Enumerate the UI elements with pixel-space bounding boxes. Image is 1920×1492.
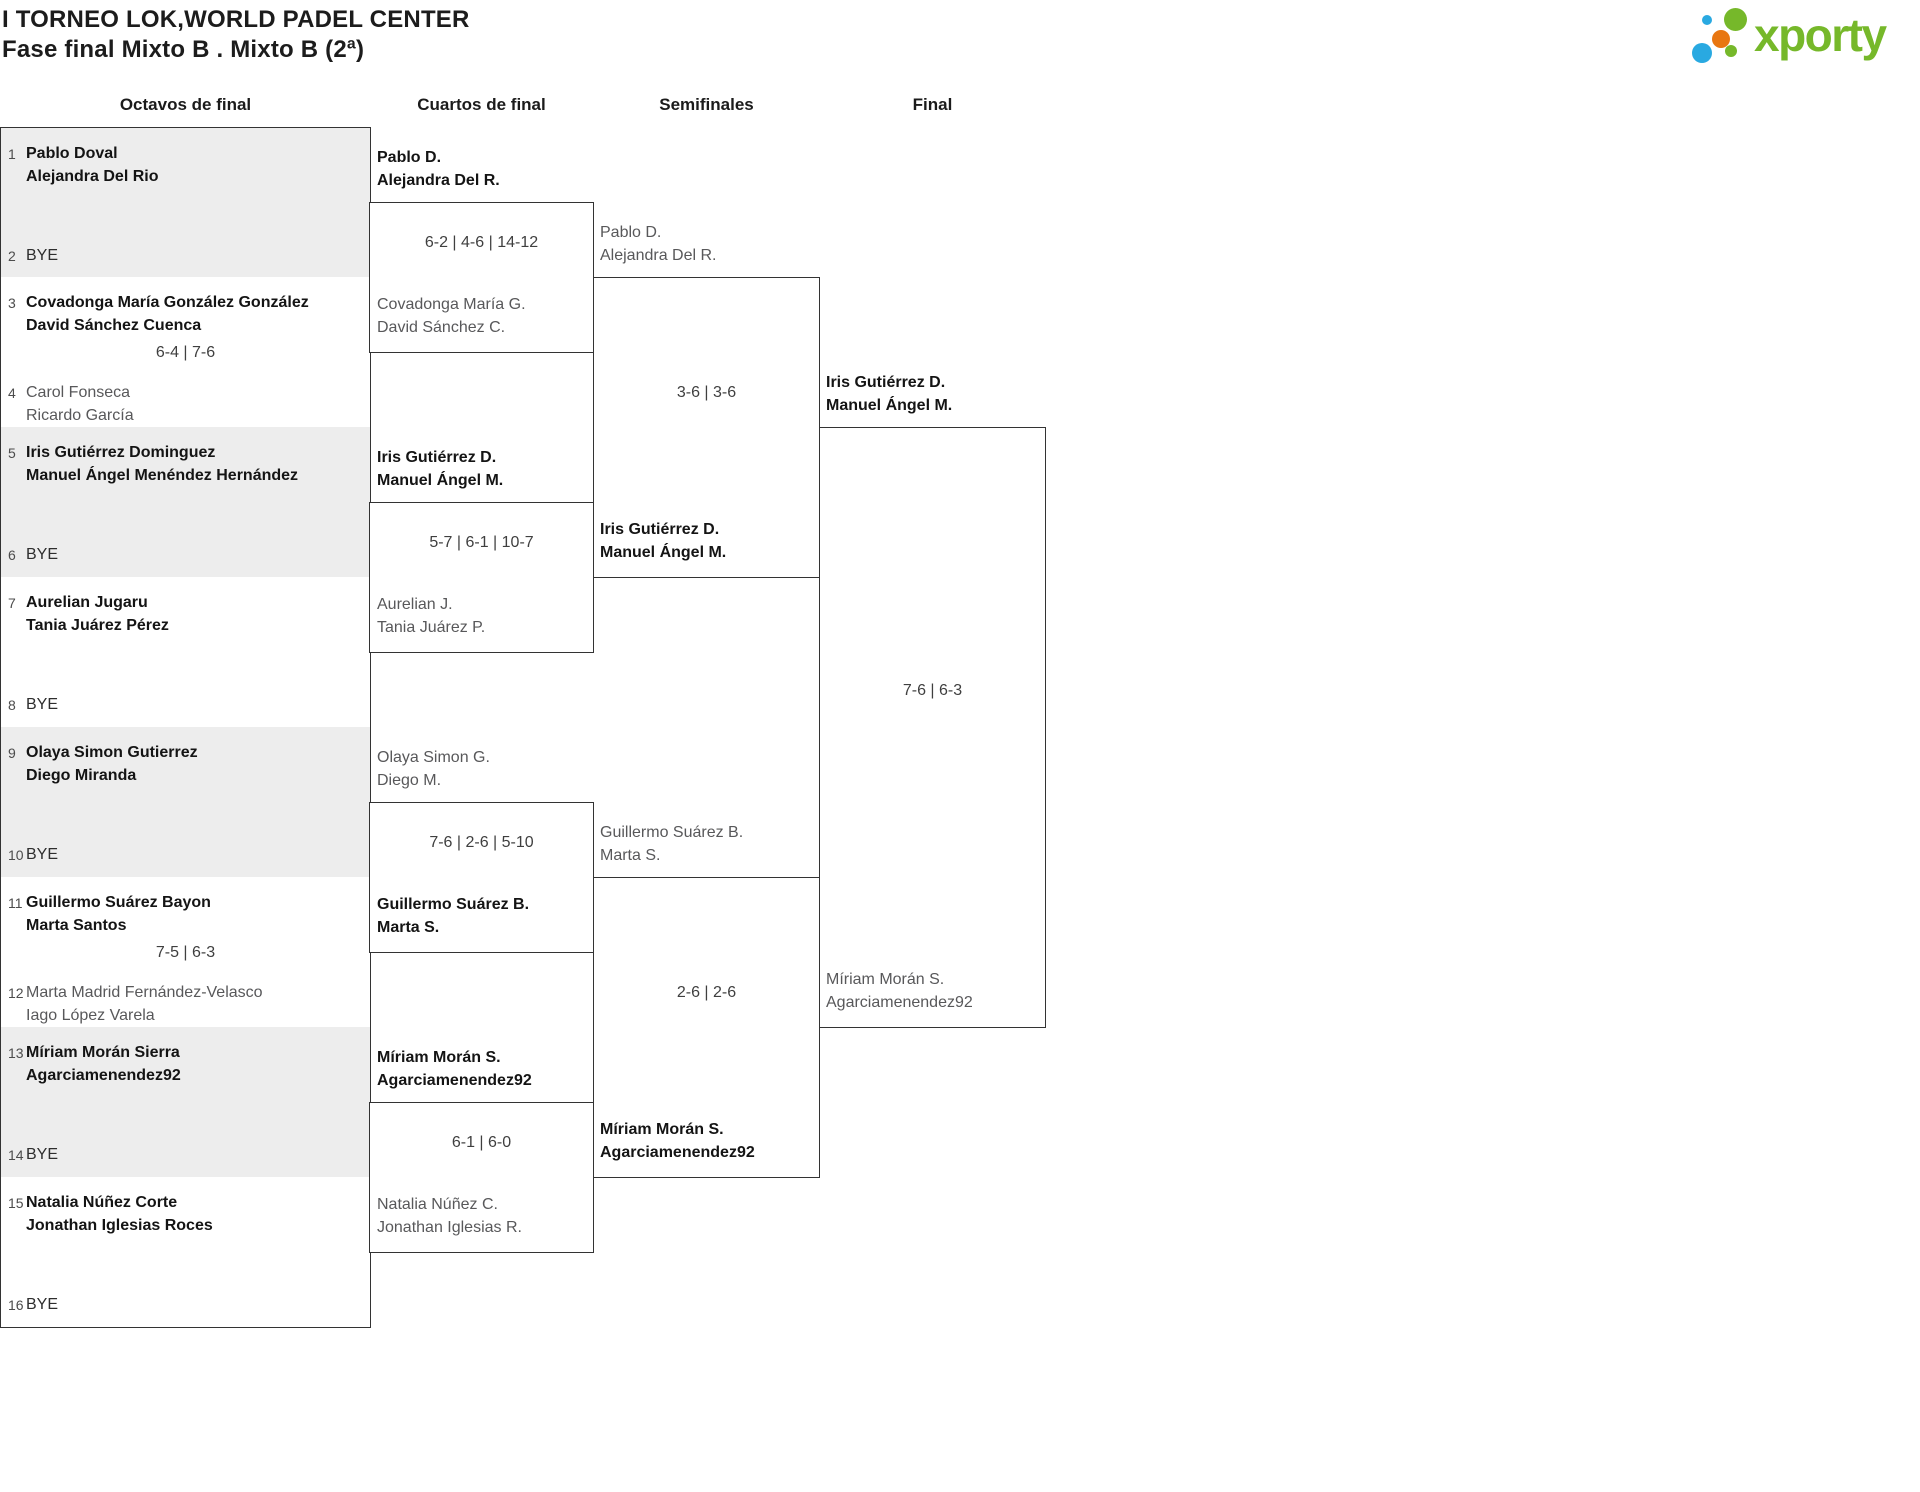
bye-label: BYE xyxy=(26,846,59,863)
match-score: 6-2 | 4-6 | 14-12 xyxy=(424,234,539,251)
team-name: Míriam Morán Sierra Agarciamenendez92 xyxy=(26,1044,181,1084)
seed-label: 16 xyxy=(8,1297,24,1313)
xporty-logo: xporty xyxy=(1690,0,1910,75)
logo-dot-orange xyxy=(1712,30,1730,48)
team-name: Guillermo Suárez Bayon Marta Santos xyxy=(26,894,211,934)
seed-label: 3 xyxy=(8,295,16,311)
seed-label: 2 xyxy=(8,248,16,264)
seed-label: 4 xyxy=(8,385,16,401)
team-name: Guillermo Suárez B. Marta S. xyxy=(600,824,744,864)
match-score: 7-6 | 2-6 | 5-10 xyxy=(429,834,534,851)
team-name: Natalia Núñez Corte Jonathan Iglesias Ro… xyxy=(26,1194,213,1234)
octavos-match-1: 1 Pablo Doval Alejandra Del Rio 2 BYE xyxy=(0,127,371,278)
seed-label: 1 xyxy=(8,146,16,162)
logo-dot-blue-medium xyxy=(1692,43,1712,63)
octavos-match-8: 15 Natalia Núñez Corte Jonathan Iglesias… xyxy=(0,1177,371,1328)
team-name: Marta Madrid Fernández-Velasco Iago Lópe… xyxy=(26,984,263,1024)
team-name: Aurelian Jugaru Tania Juárez Pérez xyxy=(26,594,169,634)
match-score: 6-4 | 7-6 xyxy=(155,344,216,361)
seed-label: 6 xyxy=(8,547,16,563)
match-score: 7-6 | 6-3 xyxy=(902,682,963,699)
team-name: Olaya Simon G. Diego M. xyxy=(377,749,490,789)
team-name: Pablo D. Alejandra Del R. xyxy=(377,149,500,189)
team-name: Pablo Doval Alejandra Del Rio xyxy=(26,145,159,185)
seed-label: 12 xyxy=(8,985,24,1001)
round-header-final: Final xyxy=(912,95,953,114)
team-name: Covadonga María González González David … xyxy=(26,294,309,334)
team-name: Iris Gutiérrez Dominguez Manuel Ángel Me… xyxy=(26,444,299,484)
team-name: Carol Fonseca Ricardo García xyxy=(26,384,134,424)
team-name: Natalia Núñez C. Jonathan Iglesias R. xyxy=(377,1196,522,1236)
round-header-semifinales: Semifinales xyxy=(659,95,754,114)
bye-label: BYE xyxy=(26,247,59,264)
logo-dot-green-small xyxy=(1725,45,1737,57)
seed-label: 11 xyxy=(8,895,23,911)
bye-label: BYE xyxy=(26,1146,59,1163)
semifinal-1-box xyxy=(593,277,820,578)
team-name: Olaya Simon Gutierrez Diego Miranda xyxy=(26,744,198,784)
semifinal-2-box xyxy=(593,877,820,1178)
octavos-match-2: 3 Covadonga María González González Davi… xyxy=(0,277,371,428)
bye-label: BYE xyxy=(26,546,59,563)
cuartos-match-4-box xyxy=(369,1102,594,1253)
match-score: 6-1 | 6-0 xyxy=(451,1134,512,1151)
seed-label: 10 xyxy=(8,847,24,863)
octavos-match-3: 5 Iris Gutiérrez Dominguez Manuel Ángel … xyxy=(0,427,371,578)
seed-label: 14 xyxy=(8,1147,24,1163)
round-header-cuartos: Cuartos de final xyxy=(417,95,546,114)
cuartos-match-2-box xyxy=(369,502,594,653)
octavos-match-6: 11 Guillermo Suárez Bayon Marta Santos 7… xyxy=(0,877,371,1028)
team-name: Iris Gutiérrez D. Manuel Ángel M. xyxy=(377,449,504,489)
team-name: Pablo D. Alejandra Del R. xyxy=(600,224,717,264)
page-subtitle: Fase final Mixto B . Mixto B (2ª) xyxy=(2,36,365,63)
final-box xyxy=(819,427,1046,1028)
octavos-match-4: 7 Aurelian Jugaru Tania Juárez Pérez 8 B… xyxy=(0,577,371,728)
team-name: Iris Gutiérrez D. Manuel Ángel M. xyxy=(826,374,953,414)
team-name: Míriam Morán S. Agarciamenendez92 xyxy=(377,1049,532,1089)
logo-wordmark: xporty xyxy=(1754,9,1887,61)
seed-label: 8 xyxy=(8,697,16,713)
team-name: Míriam Morán S. Agarciamenendez92 xyxy=(600,1121,755,1161)
team-name: Iris Gutiérrez D. Manuel Ángel M. xyxy=(600,521,727,561)
logo-dot-green-large xyxy=(1724,8,1747,31)
match-score: 5-7 | 6-1 | 10-7 xyxy=(429,534,534,551)
match-score: 7-5 | 6-3 xyxy=(155,944,216,961)
team-name: Aurelian J. Tania Juárez P. xyxy=(377,596,486,636)
bye-label: BYE xyxy=(26,1296,59,1313)
round-header-octavos: Octavos de final xyxy=(119,95,252,114)
bye-label: BYE xyxy=(26,696,59,713)
seed-label: 9 xyxy=(8,745,16,761)
seed-label: 13 xyxy=(8,1045,24,1061)
team-name: Míriam Morán S. Agarciamenendez92 xyxy=(826,971,973,1011)
logo-dot-blue-small xyxy=(1702,15,1712,25)
seed-label: 5 xyxy=(8,445,16,461)
seed-label: 15 xyxy=(8,1195,24,1211)
match-score: 3-6 | 3-6 xyxy=(676,384,737,401)
octavos-match-7: 13 Míriam Morán Sierra Agarciamenendez92… xyxy=(0,1027,371,1178)
match-score: 2-6 | 2-6 xyxy=(676,984,737,1001)
octavos-match-5: 9 Olaya Simon Gutierrez Diego Miranda 10… xyxy=(0,727,371,878)
team-name: Guillermo Suárez B. Marta S. xyxy=(377,896,530,936)
page-title: I TORNEO LOK,WORLD PADEL CENTER xyxy=(2,6,470,33)
seed-label: 7 xyxy=(8,595,16,611)
team-name: Covadonga María G. David Sánchez C. xyxy=(377,296,526,336)
